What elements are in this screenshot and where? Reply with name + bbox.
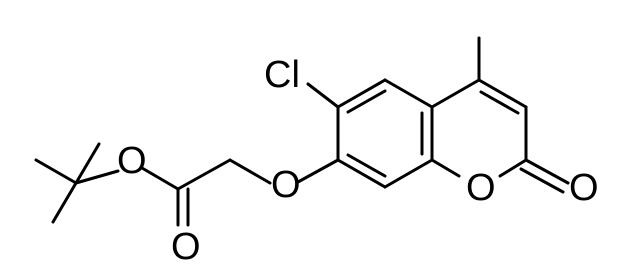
bond-lactone-double-a (524, 158, 570, 185)
bond-ring-to-chlorine (306, 82, 340, 109)
bond-ring-2 (336, 78, 387, 109)
bond-tbu-methyl-down (51, 181, 78, 224)
bond-pyran-2-inner (479, 90, 520, 115)
bond-ester-o-to-carbonyl-c (140, 166, 180, 191)
bond-ring-6-inner (346, 153, 387, 178)
bond-pyran-5 (430, 158, 461, 178)
bond-ring-3 (383, 78, 434, 109)
bond-ring-5 (383, 158, 434, 189)
ester-carbonyl-oxygen-label: O (171, 226, 201, 268)
pyranone-ring (430, 36, 570, 194)
bond-tbu-methyl-up (74, 142, 101, 185)
bond-pyran-2 (477, 78, 528, 109)
bond-ether-o-to-ring (296, 158, 340, 184)
ring-oxygen-label: O (466, 167, 496, 209)
bond-pyran-1 (430, 78, 481, 109)
ester-oxygen-label: O (117, 140, 147, 182)
benzene-ring (336, 78, 434, 189)
bond-tbu-to-ester-o (74, 169, 120, 185)
ether-oxygen-label: O (271, 164, 301, 206)
ester-group (140, 158, 272, 227)
bond-carbonyl-c-to-ch2 (176, 158, 232, 191)
bond-ring-2-inner (346, 89, 387, 114)
bond-ring-6 (336, 158, 387, 189)
bond-ch2-to-ether-o (228, 158, 272, 185)
bond-pyran-4 (498, 158, 528, 178)
tert-butyl-group (34, 142, 120, 224)
bond-tbu-methyl-left (34, 158, 78, 185)
chlorine-label: Cl (264, 54, 300, 96)
lactone-carbonyl-oxygen-label: O (569, 167, 599, 209)
bond-lactone-double-b (519, 167, 565, 194)
